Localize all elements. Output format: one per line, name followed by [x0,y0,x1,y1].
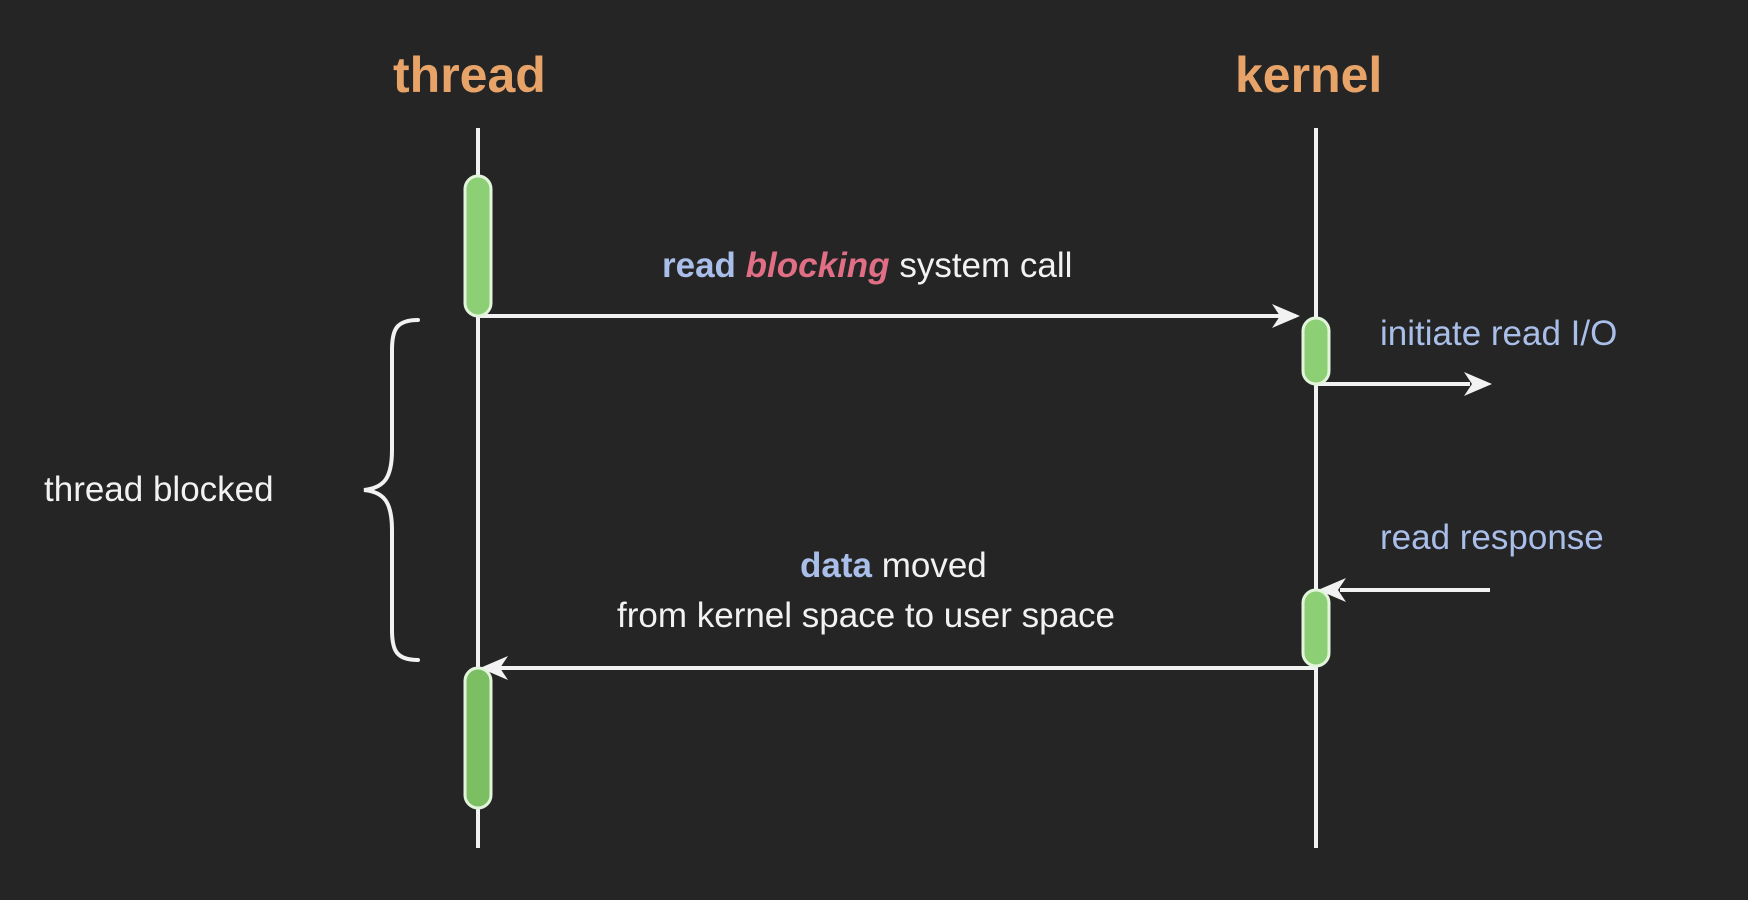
copy-rest: moved [881,546,987,585]
kernel-header: kernel [1235,47,1383,103]
request-arrowhead [1272,304,1300,328]
request-mode: blocking [745,246,890,285]
copy-label-line1: data moved [800,546,987,586]
initiate-label: initiate read I/O [1380,314,1618,353]
request-label: read blocking system call [662,246,1072,286]
kernel-activation-2 [1301,588,1331,668]
copy-keyword: data [800,546,872,585]
blocked-brace [363,318,420,662]
request-rest: system call [899,246,1073,285]
copy-label-line2: from kernel space to user space [617,596,1116,635]
copy-arrowhead [480,656,508,680]
thread-activation-2 [463,666,493,810]
response-label: read response [1380,518,1604,557]
initiate-arrowhead [1464,372,1492,396]
response-arrowhead [1318,578,1346,602]
kernel-activation-1 [1301,316,1331,386]
blocked-label: thread blocked [44,470,274,509]
thread-activation-1 [463,174,493,318]
thread-header: thread [393,47,546,103]
request-op: read [662,246,736,285]
